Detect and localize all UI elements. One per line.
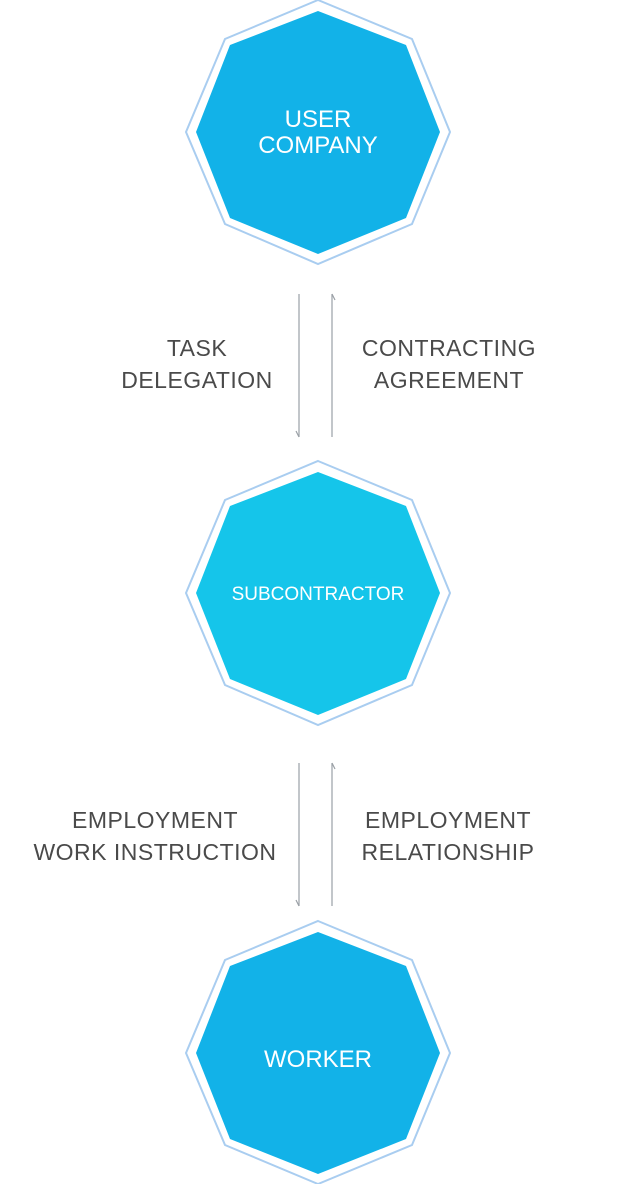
arrow-down-head — [295, 430, 300, 438]
node-subcontractor-label: SUBCONTRACTOR — [232, 584, 405, 605]
node-user-company-label-line-1: USER — [285, 106, 352, 133]
contracting-agreement-label-line-2: AGREEMENT — [374, 367, 524, 393]
node-user-company-label-line-2: COMPANY — [258, 132, 378, 159]
arrow-down-head — [295, 899, 300, 907]
node-subcontractor-outline — [184, 459, 452, 727]
connector-subcontractor-worker: EMPLOYMENT WORK INSTRUCTION EMPLOYMENT R… — [33, 762, 535, 907]
connector-user-company-subcontractor: TASK DELEGATION CONTRACTING AGREEMENT — [121, 293, 536, 438]
task-delegation-label-line-1: TASK — [167, 335, 228, 361]
node-user-company-outline — [184, 0, 452, 266]
node-worker-outline — [184, 919, 452, 1184]
contracting-agreement-label-line-1: CONTRACTING — [362, 335, 536, 361]
node-user-company: USER COMPANY — [184, 0, 452, 266]
node-worker-label: WORKER — [264, 1046, 372, 1073]
employment-relationship-label-line-1: EMPLOYMENT — [365, 807, 531, 833]
task-delegation-label-line-2: DELEGATION — [121, 367, 273, 393]
employment-relationship-label-line-2: RELATIONSHIP — [362, 839, 535, 865]
node-subcontractor: SUBCONTRACTOR — [184, 459, 452, 727]
node-worker: WORKER — [184, 919, 452, 1184]
arrow-up-head — [331, 293, 336, 301]
employment-work-instruction-label-line-1: EMPLOYMENT — [72, 807, 238, 833]
node-user-company-shape — [196, 11, 440, 254]
employment-work-instruction-label-line-2: WORK INSTRUCTION — [33, 839, 276, 865]
node-subcontractor-shape — [196, 472, 440, 715]
arrow-up-head — [331, 762, 336, 770]
node-worker-shape — [196, 932, 440, 1174]
